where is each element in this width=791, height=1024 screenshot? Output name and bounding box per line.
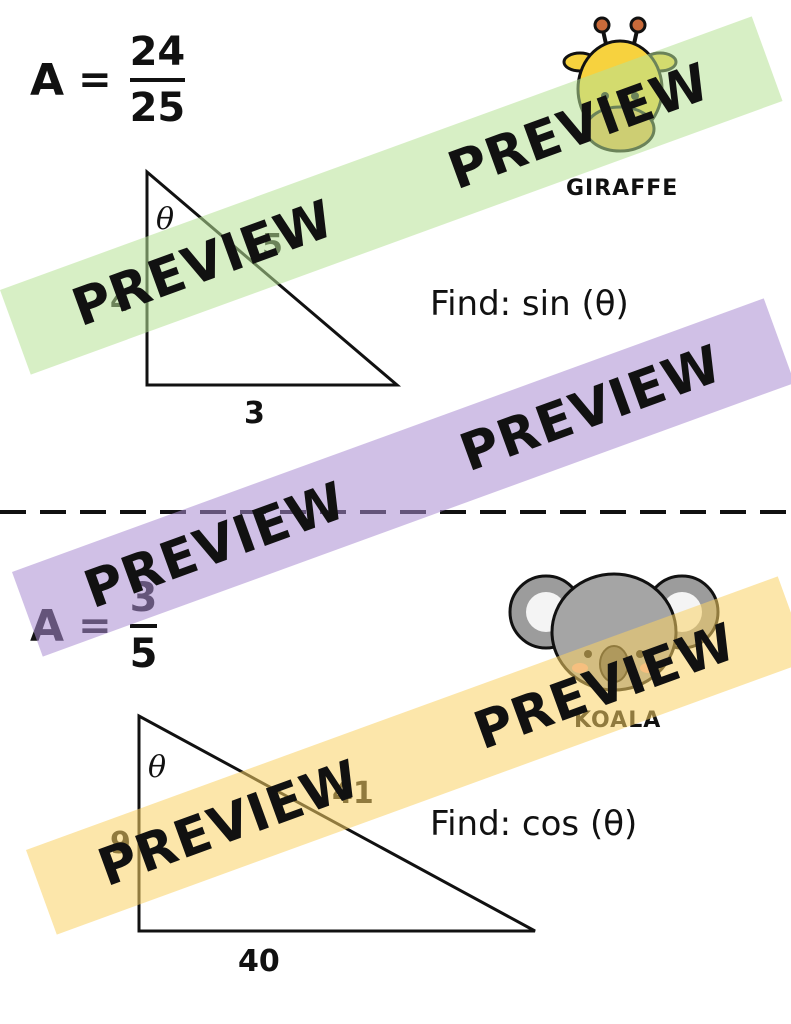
fraction-numerator: 24 bbox=[129, 29, 186, 75]
fraction-denominator: 25 bbox=[129, 85, 186, 131]
find-prompt: Find: sin (θ) bbox=[430, 284, 629, 324]
animal-name: GIRAFFE bbox=[566, 176, 679, 201]
cut-line-divider bbox=[0, 510, 791, 514]
find-prompt: Find: cos (θ) bbox=[430, 804, 638, 844]
answer: A = 24 25 bbox=[30, 29, 186, 131]
answer-label: A bbox=[30, 54, 65, 106]
side-base-label: 3 bbox=[244, 396, 265, 431]
equals-sign: = bbox=[78, 57, 112, 103]
fraction-bar bbox=[129, 624, 158, 628]
side-base-label: 40 bbox=[238, 944, 280, 979]
fraction-bar bbox=[129, 78, 186, 82]
answer-fraction: 24 25 bbox=[129, 29, 186, 131]
angle-theta: θ bbox=[148, 750, 167, 785]
fraction-denominator: 5 bbox=[129, 631, 158, 677]
